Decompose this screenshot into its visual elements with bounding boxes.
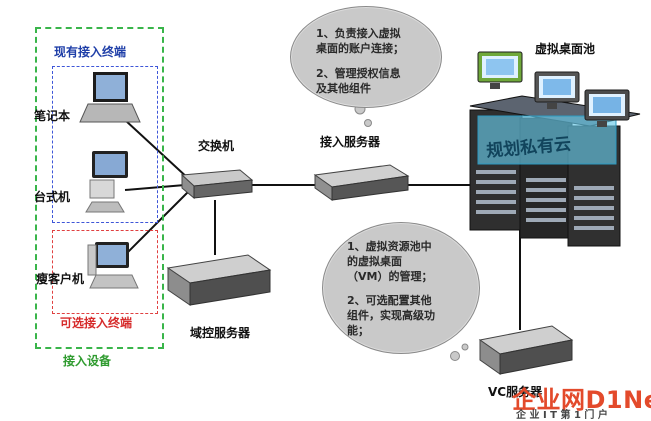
callout-line: 1、负责接入虚拟 bbox=[316, 27, 401, 40]
callout-tail bbox=[450, 351, 460, 361]
access-devices-label: 接入设备 bbox=[63, 354, 112, 368]
thin-client-label: 瘦客户机 bbox=[36, 272, 85, 286]
callout-tail bbox=[364, 119, 372, 127]
switch-label: 交换机 bbox=[198, 139, 235, 153]
vc-server-icon bbox=[478, 325, 574, 375]
existing-terminals-box bbox=[52, 66, 158, 223]
callout-line: 组件，实现高级功 bbox=[347, 309, 435, 322]
callout-line: 2、管理授权信息 bbox=[316, 67, 401, 80]
access-server-icon bbox=[313, 164, 410, 201]
access-server-callout bbox=[290, 6, 442, 108]
callout-line: 桌面的账户连接； bbox=[316, 42, 404, 55]
access-devices-box bbox=[35, 27, 164, 349]
watermark-brand: 企业网D1Net bbox=[512, 386, 651, 414]
server-rack-cluster-icon bbox=[469, 95, 641, 247]
domain-server-label: 域控服务器 bbox=[190, 326, 251, 340]
desktop-icon bbox=[85, 151, 128, 213]
vc-server-callout bbox=[322, 222, 480, 354]
domain-server-icon bbox=[166, 254, 272, 306]
vc-server-label: VC服务器 bbox=[488, 385, 543, 399]
optional-terminals-box bbox=[52, 230, 158, 314]
callout-line: 的虚拟桌面 bbox=[347, 255, 402, 268]
callout-line: 及其他组件 bbox=[316, 82, 371, 95]
desktop-label: 台式机 bbox=[34, 190, 71, 204]
line-desktop-switch bbox=[124, 184, 186, 191]
existing-terminals-label: 现有接入终端 bbox=[54, 45, 127, 59]
callout-line: 2、可选配置其他 bbox=[347, 294, 432, 307]
callout-line: 1、虚拟资源池中 bbox=[347, 240, 432, 253]
virtual-desktop-icon bbox=[584, 89, 630, 127]
virtual-desktop-icon bbox=[534, 71, 580, 109]
callout-tail bbox=[461, 343, 469, 351]
callout-line: （VM）的管理； bbox=[347, 270, 433, 283]
virtual-desktop-icon bbox=[477, 51, 523, 89]
laptop-icon bbox=[79, 72, 141, 123]
callout-line: 能； bbox=[347, 324, 369, 337]
laptop-label: 笔记本 bbox=[34, 109, 71, 123]
optional-terminals-label: 可选接入终端 bbox=[60, 316, 133, 330]
access-server-label: 接入服务器 bbox=[320, 135, 381, 149]
switch-icon bbox=[180, 169, 254, 200]
watermark-tagline: 企 业 I T 第 1 门 户 bbox=[516, 410, 608, 421]
desktop-pool-label: 虚拟桌面池 bbox=[535, 42, 596, 56]
thin-client-icon bbox=[87, 242, 139, 289]
